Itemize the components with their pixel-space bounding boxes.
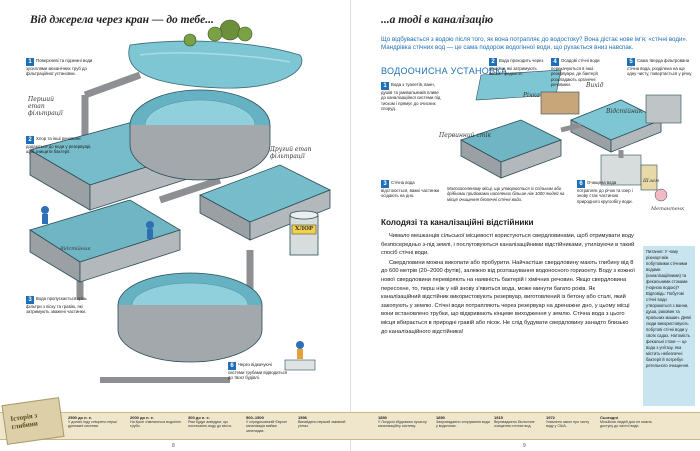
- sewage-plant-illustration: [460, 69, 682, 202]
- history-timeline: Історія з глибини 2500 до н. е.У долині …: [0, 397, 700, 445]
- timeline-item: 2000 до н. е.На Криті з'являються водогі…: [130, 415, 181, 429]
- section-title: ВОДООЧИСНА УСТАНОВКА: [381, 66, 508, 76]
- label-treatment: Первинний стік: [439, 132, 492, 139]
- timeline-item: 300 до н. е.Рим будує акведуки, що поста…: [188, 415, 232, 429]
- left-page-number: 8: [172, 443, 175, 449]
- timeline-item: 2500 до н. е.У долині Інду створено перш…: [68, 415, 117, 429]
- label-second-filter: Другий етап фільтрації: [270, 146, 312, 160]
- label-chlorine: ХЛОР: [295, 226, 314, 232]
- label-methane: Метантенк: [651, 206, 685, 212]
- right-page-number: 9: [523, 443, 526, 449]
- left-page-heading: Від джерела через кран — до тебе...: [30, 14, 214, 26]
- wells-body: Чимало мешканців сільської місцевості ко…: [381, 232, 636, 337]
- body-paragraph-1: Чимало мешканців сільської місцевості ко…: [381, 233, 635, 257]
- label-river: Річка: [523, 92, 540, 99]
- label-outflow: Вихід: [586, 82, 604, 89]
- label-sludge: Шлам: [643, 178, 660, 184]
- right-sub-caption: Малозаселеному місці, що утворюється із …: [447, 186, 565, 202]
- right-page: ...а тоді в каналізацію Що відбувається …: [350, 0, 700, 451]
- right-intro: Що відбувається з водою після того, як в…: [381, 36, 688, 51]
- body-paragraph-2: Свердловини можна викопати або пробурити…: [381, 259, 635, 335]
- qa-sidebar: Питання: У чому різниця між побутовими с…: [643, 246, 695, 406]
- label-first-filter: Перший етап фільтрації: [28, 96, 63, 117]
- right-page-heading: ...а тоді в каналізацію: [381, 14, 494, 26]
- water-supply-illustration: [28, 19, 331, 383]
- wells-subheading: Колодязі та каналізаційні відстійники: [381, 218, 534, 227]
- label-settling: Відстійник: [606, 108, 643, 115]
- label-reservoir: Відстійник: [60, 246, 91, 252]
- left-page: Від джерела через кран — до тебе...: [26, 14, 331, 449]
- timeline-stamp: Історія з глибини: [1, 397, 65, 445]
